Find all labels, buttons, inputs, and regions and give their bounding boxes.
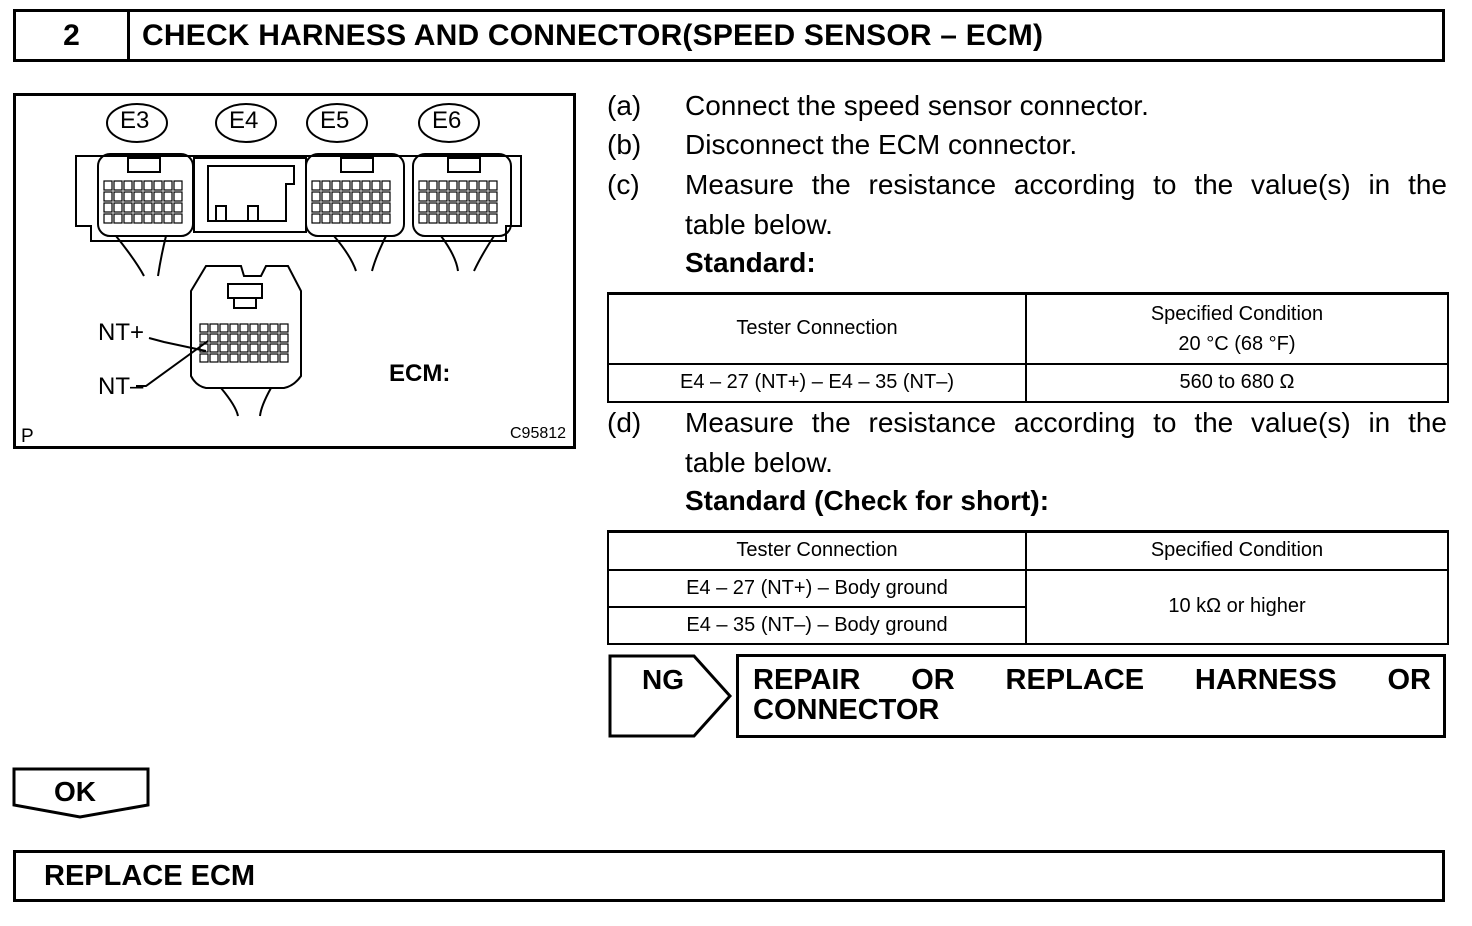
- ng-action-box: REPAIR OR REPLACE HARNESS OR CONNECTOR: [736, 654, 1446, 738]
- ok-arrow-shape: [12, 767, 150, 819]
- step-title: CHECK HARNESS AND CONNECTOR(SPEED SENSOR…: [142, 18, 1044, 52]
- connector-label-e4: E4: [229, 107, 259, 134]
- step-d-letter: (d): [607, 407, 642, 438]
- step-c: (c) Measure the resistance according to …: [607, 165, 1447, 245]
- ok-branch-arrow: OK: [12, 767, 150, 819]
- ecm-connector-drawing: [75, 103, 522, 417]
- table-cell-connection: E4 – 35 (NT–) – Body ground: [607, 605, 1027, 645]
- nt-plus-label: NT+: [98, 319, 145, 346]
- ng-action-line1: REPAIR OR REPLACE HARNESS OR: [753, 664, 1431, 696]
- step-a: (a) Connect the speed sensor connector.: [607, 86, 1447, 126]
- connector-label-e3: E3: [120, 107, 150, 134]
- step-b-letter: (b): [607, 129, 642, 160]
- ecm-label: ECM:: [389, 360, 451, 387]
- table-row: E4 – 27 (NT+) – E4 – 35 (NT–) 560 to 680…: [607, 362, 1449, 403]
- table-row: E4 – 27 (NT+) – Body ground 10 kΩ or hig…: [607, 568, 1449, 645]
- table-header-condition: Specified Condition: [1025, 530, 1449, 571]
- table-header-connection: Tester Connection: [607, 292, 1027, 365]
- step-number: 2: [16, 12, 130, 59]
- spec-table-short-check: Tester Connection Specified Condition E4…: [607, 530, 1449, 645]
- step-b-text: Disconnect the ECM connector.: [685, 129, 1078, 160]
- step-d-text-line1: Measure the resistance according to the …: [685, 407, 1447, 438]
- table-header-connection: Tester Connection: [607, 530, 1027, 571]
- step-a-letter: (a): [607, 90, 642, 121]
- figure-code: C95812: [510, 425, 567, 442]
- ng-arrow-shape: [608, 654, 733, 738]
- table-cell-condition: 560 to 680 Ω: [1025, 362, 1449, 403]
- table-header-condition-line1: Specified Condition: [1150, 302, 1324, 325]
- step-c-letter: (c): [607, 169, 640, 200]
- ng-branch-arrow: NG: [608, 654, 733, 738]
- table-cell-connection: E4 – 27 (NT+) – Body ground: [607, 568, 1027, 608]
- standard-label-d: Standard (Check for short):: [685, 485, 1050, 516]
- final-action-box: REPLACE ECM: [13, 850, 1445, 902]
- step-b: (b) Disconnect the ECM connector.: [607, 125, 1447, 165]
- spec-table-resistance: Tester Connection Specified Condition 20…: [607, 292, 1449, 403]
- table-header-condition: Specified Condition 20 °C (68 °F): [1025, 292, 1449, 365]
- connector-label-e5: E5: [320, 107, 350, 134]
- step-c-text-line2: table below.: [685, 209, 833, 240]
- table-header-row: Tester Connection Specified Condition 20…: [607, 292, 1449, 365]
- step-d-text-line2: table below.: [685, 447, 833, 478]
- step-header: 2 CHECK HARNESS AND CONNECTOR(SPEED SENS…: [13, 9, 1445, 62]
- connector-label-e6: E6: [432, 107, 462, 134]
- ng-label: NG: [642, 664, 684, 695]
- table-row: E4 – 35 (NT–) – Body ground: [607, 605, 1448, 645]
- final-action-text: REPLACE ECM: [44, 859, 256, 892]
- figure-corner-letter: P: [21, 426, 34, 447]
- ok-label: OK: [54, 776, 96, 807]
- table-cell-condition: 10 kΩ or higher: [1025, 568, 1449, 645]
- step-c-text-line1: Measure the resistance according to the …: [685, 169, 1447, 200]
- pin-grid: [103, 180, 498, 363]
- nt-minus-label: NT–: [98, 373, 144, 400]
- table-header-row: Tester Connection Specified Condition: [607, 530, 1449, 571]
- step-a-text: Connect the speed sensor connector.: [685, 90, 1149, 121]
- standard-label-c: Standard:: [685, 247, 816, 278]
- ng-action-line2: CONNECTOR: [753, 694, 940, 726]
- table-header-condition-line2: 20 °C (68 °F): [1178, 332, 1296, 355]
- step-d: (d) Measure the resistance according to …: [607, 403, 1447, 483]
- connector-illustration: E3 E4 E5 E6 NT+ NT– ECM: P C95812: [13, 93, 576, 449]
- table-cell-connection: E4 – 27 (NT+) – E4 – 35 (NT–): [607, 362, 1027, 403]
